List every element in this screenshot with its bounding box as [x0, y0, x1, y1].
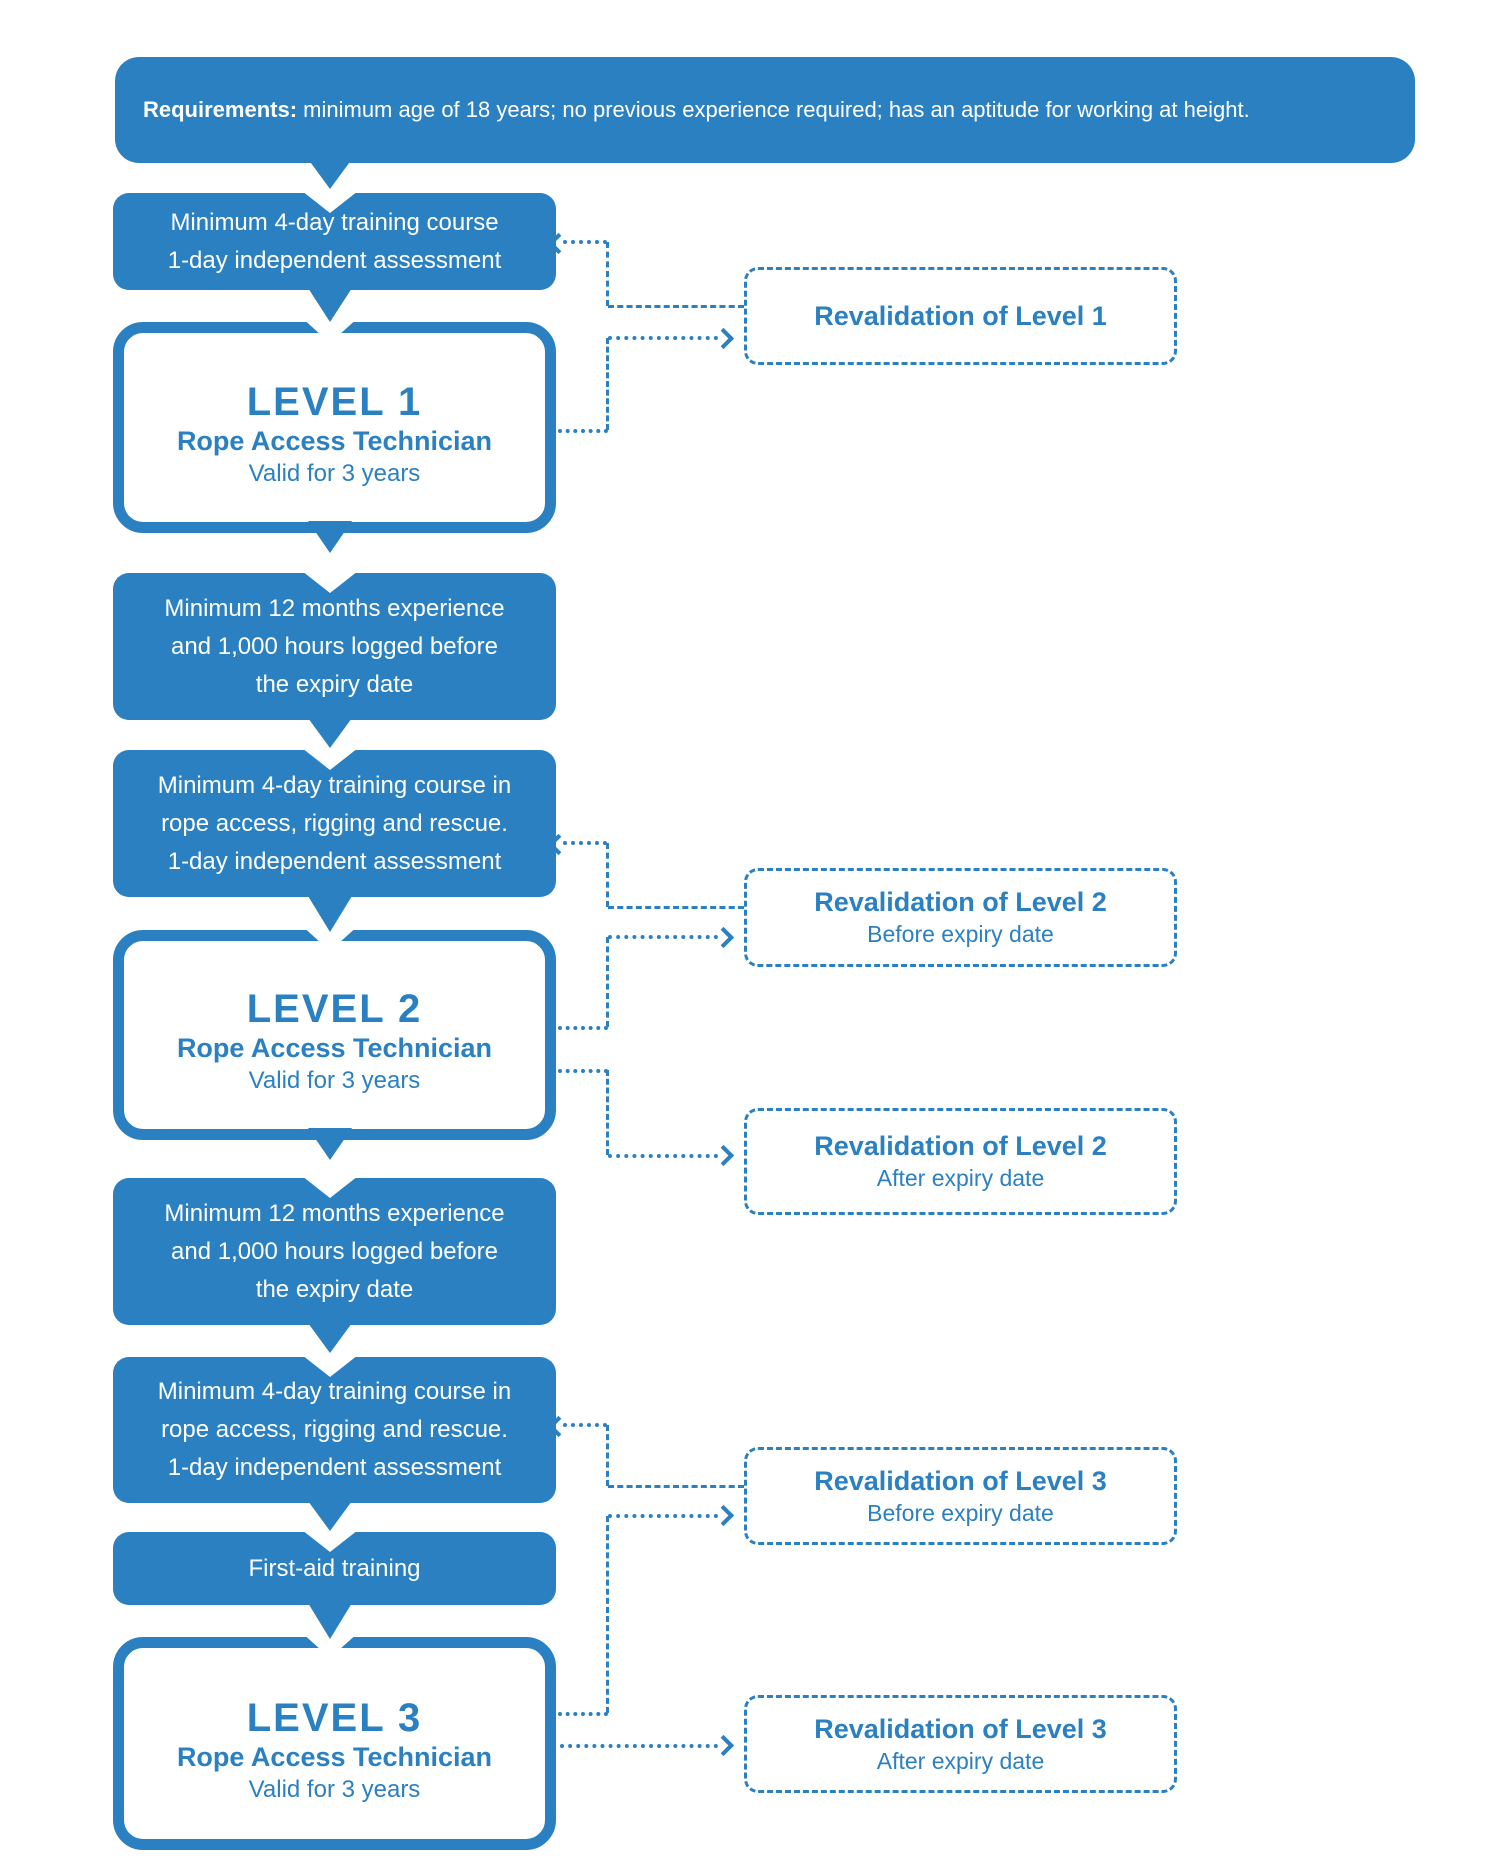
connector-level2-vertical-after	[606, 1070, 609, 1155]
level1-subtitle: Rope Access Technician	[176, 425, 493, 456]
training3-line1: Minimum 4-day training course in	[157, 1378, 512, 1405]
level1-validity: Valid for 3 years	[248, 459, 421, 487]
revalidation-level3-before-box: Revalidation of Level 3 Before expiry da…	[744, 1447, 1177, 1545]
training2-line3: 1-day independent assessment	[167, 847, 502, 875]
revalidation2-after-title: Revalidation of Level 2	[814, 1131, 1107, 1161]
level1-title: LEVEL 1	[246, 379, 423, 424]
training1-line1: Minimum 4-day training course	[170, 208, 499, 236]
connector-level1-vertical	[606, 338, 609, 430]
level3-box: LEVEL 3 Rope Access Technician Valid for…	[113, 1637, 556, 1850]
connector-level3-to-reval3a	[560, 1744, 718, 1748]
flow-notch	[302, 571, 358, 593]
connector-level2-to-reval2a	[608, 1154, 718, 1158]
level2-validity: Valid for 3 years	[248, 1067, 421, 1094]
firstaid-line1: First-aid training	[248, 1554, 421, 1582]
level2-title: LEVEL 2	[246, 987, 423, 1031]
flow-pointer	[308, 521, 352, 553]
experience2-line2: and 1,000 hours logged before	[171, 1237, 498, 1265]
requirements-label: Requirements:	[143, 97, 298, 122]
revalidation-level2-before-box: Revalidation of Level 2 Before expiry da…	[744, 868, 1177, 967]
connector-level1-out	[558, 429, 608, 433]
training2-line2: rope access, rigging and rescue.	[161, 809, 508, 837]
connector-reval1-vertical	[606, 242, 609, 306]
connector-reval1-to-training1	[563, 240, 607, 244]
connector-level1-to-reval1	[608, 336, 718, 340]
experience1-line3: the expiry date	[255, 670, 414, 698]
connector-level2-to-reval2b	[608, 935, 718, 939]
level2-box: LEVEL 2 Rope Access Technician Valid for…	[113, 930, 556, 1140]
flow-pointer	[308, 1323, 352, 1353]
level1-box: LEVEL 1 Rope Access Technician Valid for…	[113, 322, 556, 533]
flow-pointer	[308, 896, 352, 932]
level3-title: LEVEL 3	[246, 1695, 423, 1740]
connector-reval3b-entry	[608, 1485, 744, 1488]
connector-reval3b-to-training3	[563, 1423, 607, 1427]
requirements-body: minimum age of 18 years; no previous exp…	[297, 97, 1250, 122]
revalidation3-before-subtitle: Before expiry date	[867, 1499, 1054, 1526]
experience-box-1: Minimum 12 months experience and 1,000 h…	[113, 573, 556, 720]
connector-level2-out-before	[558, 1026, 608, 1030]
connector-reval2b-to-training2	[563, 841, 607, 845]
flow-notch	[302, 191, 358, 213]
training2-line1: Minimum 4-day training course in	[157, 771, 512, 799]
flow-pointer	[308, 159, 352, 189]
experience2-line3: the expiry date	[255, 1275, 414, 1303]
revalidation2-before-subtitle: Before expiry date	[867, 921, 1054, 947]
connector-reval2b-vertical	[606, 843, 609, 907]
revalidation3-after-subtitle: After expiry date	[876, 1747, 1045, 1774]
connector-level3-out	[558, 1712, 608, 1716]
connector-reval2b-entry	[608, 906, 744, 909]
revalidation-level2-after-box: Revalidation of Level 2 After expiry dat…	[744, 1108, 1177, 1215]
arrow-right-icon	[712, 1734, 735, 1757]
arrow-right-icon	[712, 1504, 735, 1527]
revalidation-level1-box: Revalidation of Level 1	[744, 267, 1177, 365]
connector-level2-vertical-before	[606, 937, 609, 1027]
training-box-level3: Minimum 4-day training course in rope ac…	[113, 1357, 556, 1503]
flow-pointer	[308, 288, 352, 322]
flow-notch	[302, 1530, 358, 1552]
experience1-line1: Minimum 12 months experience	[164, 594, 505, 622]
experience2-line1: Minimum 12 months experience	[164, 1199, 505, 1227]
flow-notch	[302, 1176, 358, 1198]
arrow-right-icon	[712, 327, 735, 350]
level3-validity: Valid for 3 years	[248, 1775, 421, 1803]
arrow-right-icon	[712, 1144, 735, 1167]
connector-level3-to-reval3b	[608, 1514, 718, 1518]
revalidation1-title: Revalidation of Level 1	[814, 300, 1107, 331]
training-box-level2: Minimum 4-day training course in rope ac…	[113, 750, 556, 897]
flow-pointer	[308, 1603, 352, 1639]
flow-pointer	[308, 718, 352, 748]
revalidation2-before-title: Revalidation of Level 2	[814, 887, 1107, 917]
flow-pointer	[308, 1501, 352, 1531]
flow-pointer	[308, 1128, 352, 1160]
training1-line2: 1-day independent assessment	[167, 246, 502, 274]
connector-reval1-entry	[608, 305, 744, 308]
level2-subtitle: Rope Access Technician	[176, 1033, 493, 1063]
revalidation3-before-title: Revalidation of Level 3	[814, 1465, 1107, 1496]
experience-box-2: Minimum 12 months experience and 1,000 h…	[113, 1178, 556, 1325]
revalidation-level3-after-box: Revalidation of Level 3 After expiry dat…	[744, 1695, 1177, 1793]
training3-line2: rope access, rigging and rescue.	[161, 1416, 508, 1443]
requirements-text: Requirements: minimum age of 18 years; n…	[143, 97, 1250, 123]
revalidation3-after-title: Revalidation of Level 3	[814, 1713, 1107, 1744]
connector-level3-vertical	[606, 1516, 609, 1713]
connector-level2-out-after	[558, 1069, 608, 1073]
flow-notch	[302, 748, 358, 770]
experience1-line2: and 1,000 hours logged before	[171, 632, 498, 660]
training3-line3: 1-day independent assessment	[167, 1454, 502, 1481]
flow-notch	[302, 1355, 358, 1377]
arrow-right-icon	[712, 926, 735, 949]
level3-subtitle: Rope Access Technician	[176, 1741, 493, 1772]
revalidation2-after-subtitle: After expiry date	[876, 1165, 1045, 1191]
connector-reval3b-vertical	[606, 1425, 609, 1486]
requirements-banner: Requirements: minimum age of 18 years; n…	[115, 57, 1415, 163]
